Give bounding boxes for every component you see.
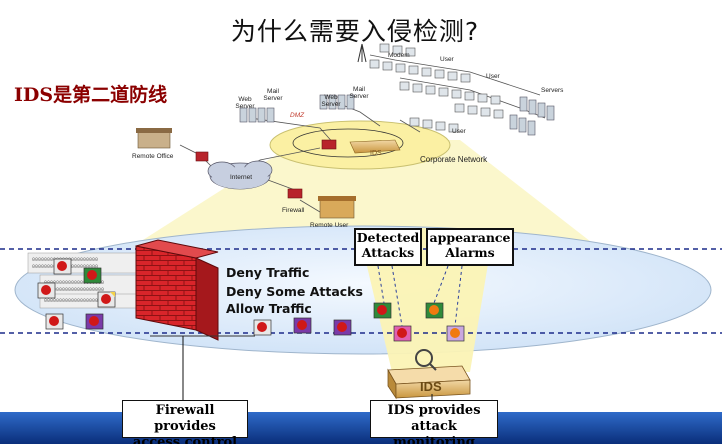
dmz-ring xyxy=(292,128,404,158)
ids-provides-box: IDS provides attack monitoring xyxy=(370,400,498,444)
mail-server-label-1: Mail Server xyxy=(263,88,283,102)
svg-text:00000000000000000000: 00000000000000000000 xyxy=(44,298,104,304)
modem-label: Modem xyxy=(388,52,410,59)
user-label-2: User xyxy=(486,73,500,80)
internet-cloud xyxy=(207,160,273,190)
ids-sensor-box xyxy=(387,349,471,400)
user-label-3: User xyxy=(452,128,466,135)
remote-user-building xyxy=(318,196,356,219)
bottom-bar xyxy=(0,412,722,444)
firewall-box-line-2: access control xyxy=(132,435,238,444)
mini-firewalls xyxy=(195,139,337,199)
packet-icons xyxy=(37,258,465,342)
remote-office-label: Remote Office xyxy=(132,153,174,160)
ids-box-line-2: attack monitoring xyxy=(393,419,475,444)
server-racks xyxy=(239,94,555,136)
detected-line-1: Detected xyxy=(356,230,420,245)
page-title: 为什么需要入侵检测? xyxy=(230,17,480,46)
top-ids-box xyxy=(349,139,401,154)
web-server-label-2: Web Server xyxy=(321,94,341,108)
corporate-network-label: Corporate Network xyxy=(420,155,488,164)
modem-antenna xyxy=(357,43,367,63)
appearance-line-2: Alarms xyxy=(445,245,495,260)
internet-label: Internet xyxy=(230,174,253,181)
servers-label: Servers xyxy=(541,87,564,94)
firewall-provides-box: Firewall provides access control xyxy=(122,400,248,444)
user-pcs xyxy=(369,43,504,133)
ids-box-line-1: IDS provides xyxy=(387,403,481,418)
detected-line-2: Attacks xyxy=(361,245,415,260)
top-ids-label: IDS xyxy=(370,150,382,157)
appearance-line-1: appearance xyxy=(429,230,511,245)
deny-traffic-label: Deny Traffic xyxy=(226,265,310,280)
remote-user-label: Remote User xyxy=(310,222,349,229)
svg-text:00000000000000000000: 00000000000000000000 xyxy=(44,287,104,293)
firewall-wall xyxy=(135,239,219,341)
detected-attacks-callout: Detected Attacks xyxy=(354,228,422,266)
allow-traffic-label: Allow Traffic xyxy=(226,301,312,316)
dmz-label: DMZ xyxy=(290,112,305,119)
appearance-alarms-callout: appearance Alarms xyxy=(426,228,514,266)
callout-links xyxy=(377,265,463,327)
ids-sensor-label: IDS xyxy=(420,379,442,394)
deny-some-attacks-label: Deny Some Attacks xyxy=(226,284,363,299)
ids-subtitle: IDS是第二道防线 xyxy=(14,84,168,106)
web-server-label-1: Web Server xyxy=(235,96,255,110)
user-label-1: User xyxy=(440,56,454,63)
svg-text:00000000000000000000: 00000000000000000000 xyxy=(44,280,104,286)
firewall-box-line-1: Firewall provides xyxy=(154,403,216,434)
mail-server-label-2: Mail Server xyxy=(349,86,369,100)
remote-office-building xyxy=(136,128,172,149)
firewall-small-label: Firewall xyxy=(282,207,305,214)
